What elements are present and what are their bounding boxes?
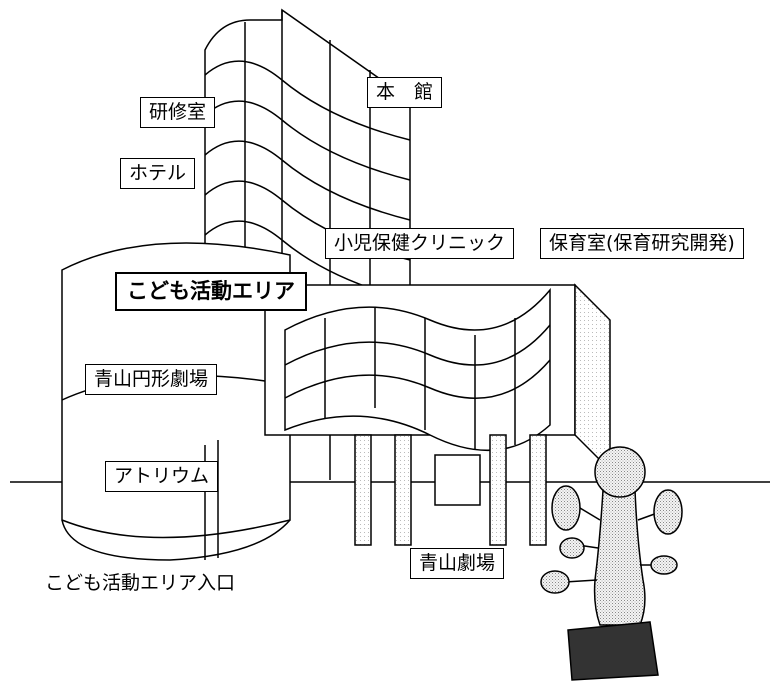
circle-theater-label: 青山円形劇場: [85, 364, 218, 395]
sculpture: [540, 446, 683, 681]
training-room-label: 研修室: [140, 97, 216, 128]
kids-area-label: こども活動エリア: [115, 272, 307, 311]
nursery-label: 保育室(保育研究開発): [540, 228, 744, 259]
aoyama-theater-label: 青山劇場: [410, 548, 505, 579]
kids-area-entrance-label: こども活動エリア入口: [45, 572, 236, 594]
main-building-label: 本 館: [367, 77, 443, 108]
pediatric-clinic-label: 小児保健クリニック: [325, 228, 515, 259]
theater-block: [264, 283, 611, 546]
atrium-label: アトリウム: [105, 461, 219, 492]
hotel-label: ホテル: [120, 158, 196, 189]
